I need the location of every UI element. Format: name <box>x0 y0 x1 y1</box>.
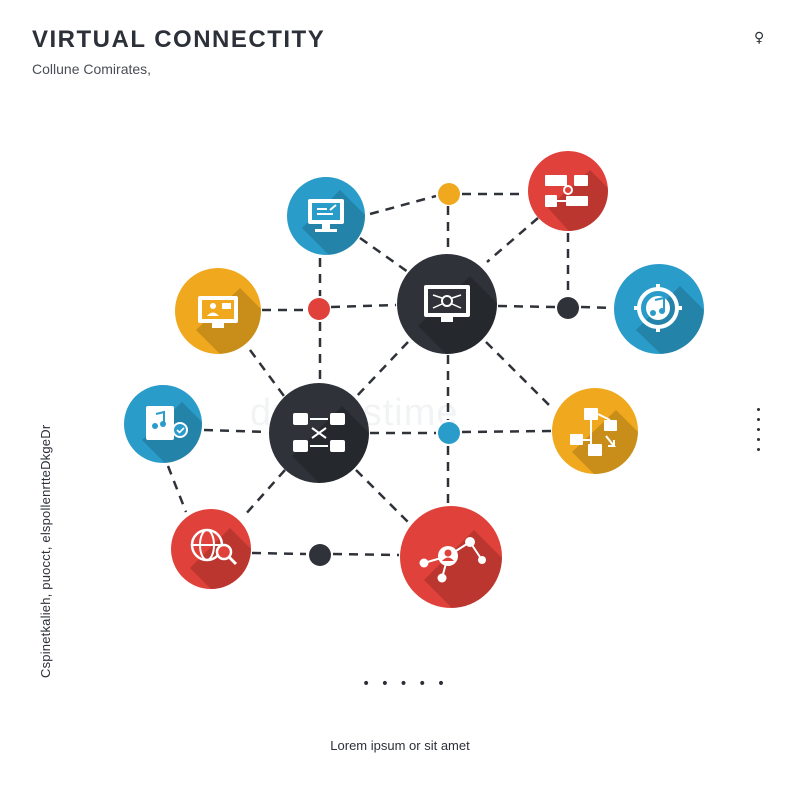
junction-dot <box>438 422 460 444</box>
connector-line <box>251 551 307 556</box>
connector-line <box>486 217 539 263</box>
junction-dot <box>309 544 331 566</box>
network-devices-icon <box>293 413 345 452</box>
node-workflow-top-right <box>528 151 608 231</box>
connector-line <box>369 194 437 216</box>
node-music-right <box>614 264 704 354</box>
connector-line <box>485 341 553 409</box>
music-note-icon <box>634 284 682 332</box>
junction-dot <box>438 183 460 205</box>
node-monitor-left <box>175 268 261 354</box>
connector-line <box>166 465 188 513</box>
node-music-device-left <box>124 385 202 463</box>
connector-line <box>203 428 269 434</box>
globe-search-icon <box>190 528 238 566</box>
connector-line <box>355 341 409 398</box>
monitor-network-icon <box>424 285 470 322</box>
workflow-chart-icon <box>545 175 588 207</box>
connector-lines <box>166 192 614 557</box>
music-device-icon <box>146 406 188 440</box>
connector-line <box>330 303 397 309</box>
node-hub-center <box>397 254 497 354</box>
connector-line <box>243 469 286 517</box>
monitor-user-icon <box>198 296 238 328</box>
page-title: VIRTUAL CONNECTITY <box>32 26 326 53</box>
connector-line <box>248 349 286 397</box>
junction-dot <box>308 298 330 320</box>
social-network-icon <box>419 537 486 583</box>
connector-line <box>332 552 400 557</box>
connector-line <box>497 304 556 309</box>
connector-line <box>355 469 409 523</box>
corner-mark-icon: ♀ <box>754 30 765 46</box>
node-social-bottom <box>400 506 502 608</box>
connector-line <box>359 236 409 274</box>
bottom-dots: • • • • • <box>362 676 449 692</box>
node-globe-bottom-left <box>171 509 251 589</box>
connector-line <box>580 305 614 310</box>
footer-text: Lorem ipsum or sit amet <box>330 738 470 753</box>
node-flowchart-right <box>552 388 638 474</box>
node-hub-network <box>269 383 369 483</box>
monitor-edit-icon <box>308 199 344 232</box>
node-monitor-top <box>287 177 365 255</box>
side-dots-icon <box>757 408 763 458</box>
page-subtitle: Collune Comirates, <box>32 61 152 77</box>
flowchart-icon <box>570 408 617 456</box>
connector-line <box>461 429 552 434</box>
junction-dot <box>557 297 579 319</box>
